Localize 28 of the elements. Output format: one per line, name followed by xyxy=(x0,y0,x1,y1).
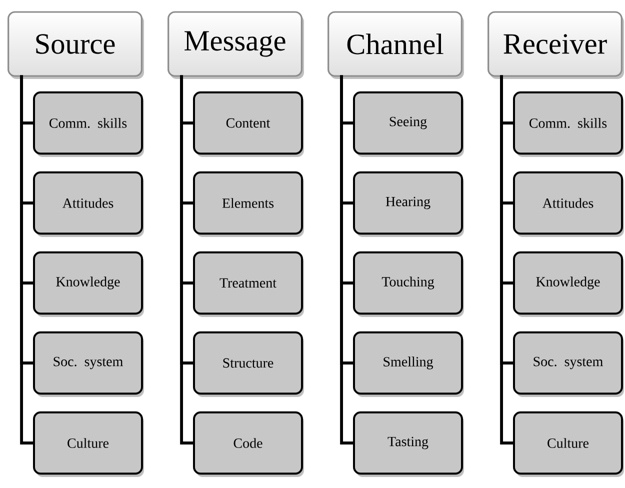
connector-line xyxy=(180,75,194,444)
item-box: Comm. skills xyxy=(513,91,624,157)
item-box: Content xyxy=(193,91,304,157)
connector-line xyxy=(500,75,514,444)
category-box: Channel xyxy=(328,11,464,79)
item-box: Culture xyxy=(33,411,144,477)
item-box: Knowledge xyxy=(33,251,144,317)
item-box: Elements xyxy=(193,171,304,237)
item-box: Smelling xyxy=(353,331,464,397)
item-box: Tasting xyxy=(353,411,464,477)
connector-line xyxy=(20,75,34,444)
item-box: Code xyxy=(193,411,304,477)
item-box: Soc. system xyxy=(513,331,624,397)
category-box: Message xyxy=(168,11,304,79)
item-box: Touching xyxy=(353,251,464,317)
item-box: Hearing xyxy=(353,171,464,237)
item-box: Culture xyxy=(513,411,624,477)
item-box: Soc. system xyxy=(33,331,144,397)
item-box: Treatment xyxy=(193,251,304,317)
item-box: Structure xyxy=(193,331,304,397)
category-box: Source xyxy=(8,11,144,79)
item-box: Attitudes xyxy=(513,171,624,237)
connector-line xyxy=(340,75,354,444)
item-box: Knowledge xyxy=(513,251,624,317)
item-box: Seeing xyxy=(353,91,464,157)
item-box: Attitudes xyxy=(33,171,144,237)
category-box: Receiver xyxy=(488,11,624,79)
item-box: Comm. skills xyxy=(33,91,144,157)
